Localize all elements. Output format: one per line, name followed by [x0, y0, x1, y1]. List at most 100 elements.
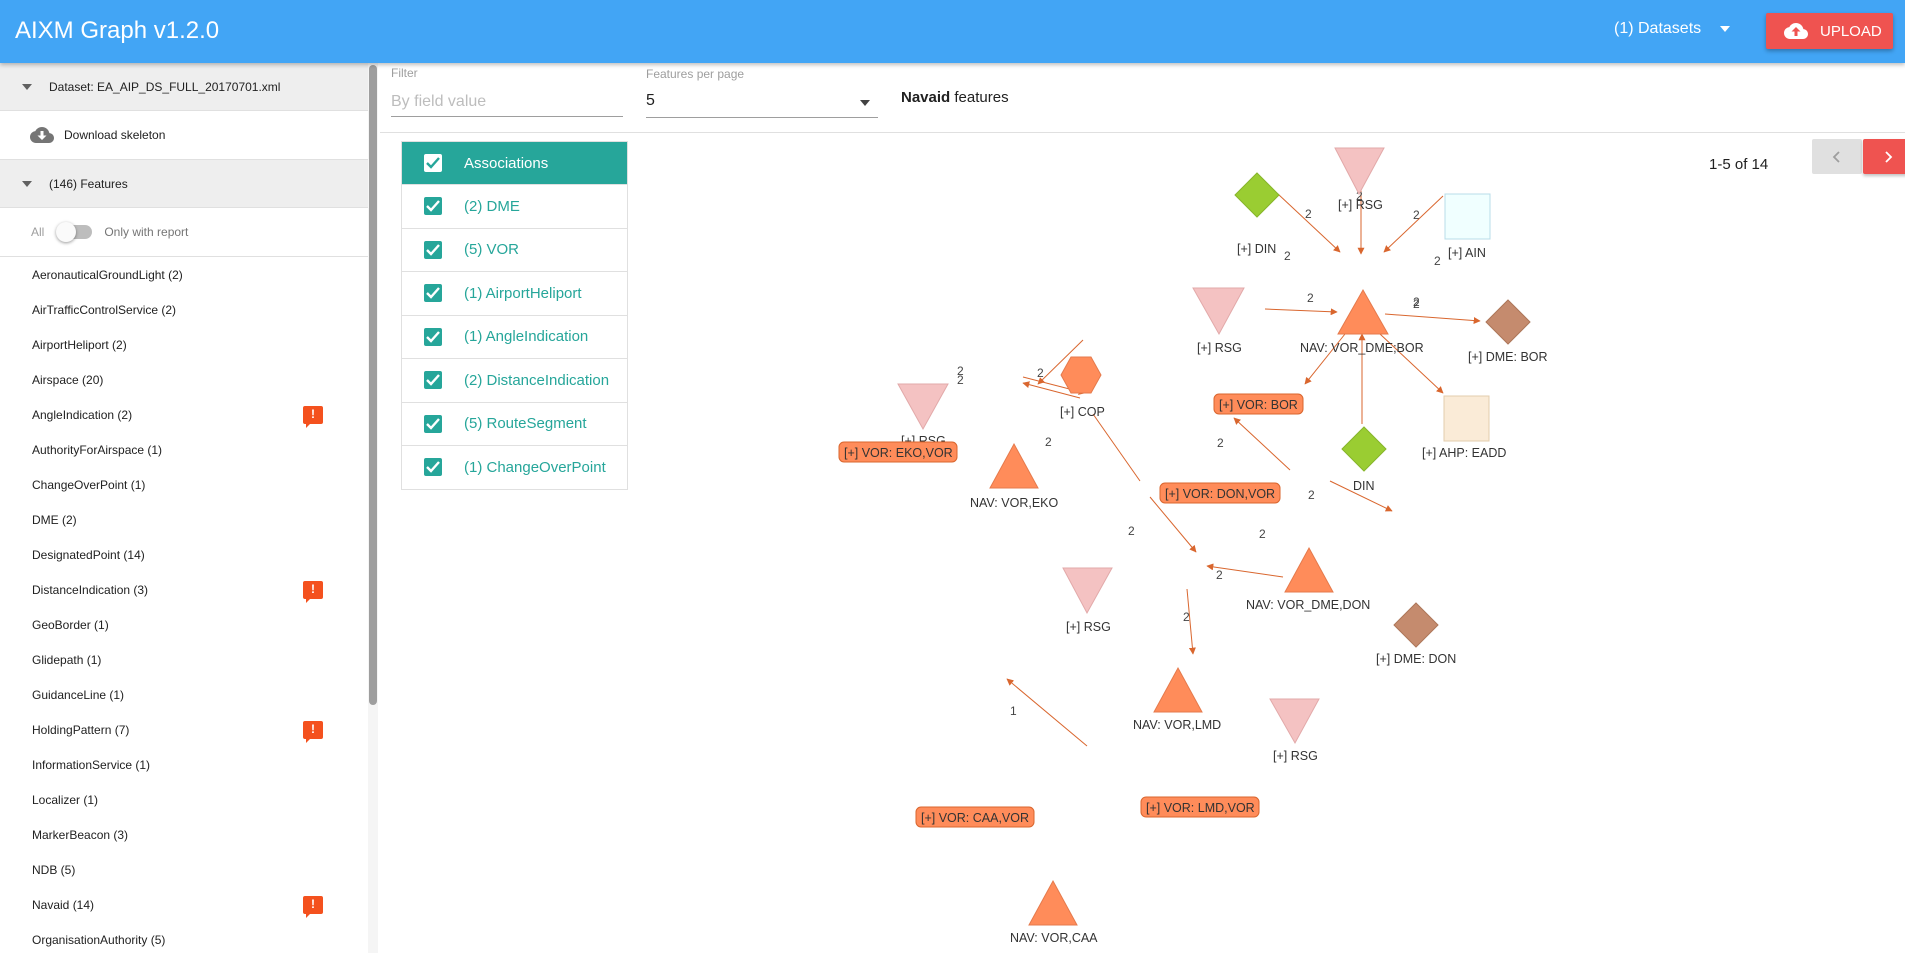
edge-label: 2	[1413, 208, 1420, 222]
association-label: (2) DME	[464, 197, 520, 215]
checkbox[interactable]	[424, 414, 442, 433]
navaid-node[interactable]	[1284, 546, 1334, 593]
din-node[interactable]	[1341, 426, 1387, 472]
feature-list-item[interactable]: NDB (5)	[0, 852, 368, 887]
feature-label: Navaid (14)	[32, 897, 95, 912]
collapse-icon[interactable]	[22, 180, 32, 187]
edge-label: 2	[1128, 524, 1135, 538]
per-page-label: Features per page	[646, 67, 745, 81]
graph-edge	[1206, 563, 1284, 578]
vor-node[interactable]	[1140, 796, 1260, 818]
ahp-node[interactable]	[1443, 395, 1490, 442]
association-label: (5) RouteSegment	[464, 415, 587, 433]
navaid-node[interactable]	[989, 442, 1039, 489]
association-graph[interactable]: 2 2 2 2 2 2 2 2 2 2 2 2 2 2 2 2 2 2 2 1 …	[380, 134, 1905, 953]
edge-labels: 2 2 2 2 2 2 2 2 2 2 2 2 2 2 2 2 2 2 2 1	[957, 189, 1441, 718]
dataset-header[interactable]: Dataset: EA_AIP_DS_FULL_20170701.xml	[0, 63, 368, 111]
collapse-icon[interactable]	[22, 83, 32, 90]
feature-list-item[interactable]: GeoBorder (1)	[0, 607, 368, 642]
node-label: [+] RSG	[1273, 749, 1318, 763]
feature-list-item[interactable]: AirTrafficControlService (2)	[0, 292, 368, 327]
next-page-button[interactable]	[1863, 139, 1905, 174]
feature-list-item[interactable]: Navaid (14)!	[0, 887, 368, 922]
dme-node[interactable]	[1485, 299, 1531, 345]
association-item[interactable]: (2) DME	[402, 184, 627, 228]
previous-page-button[interactable]	[1812, 139, 1862, 174]
report-warning-icon[interactable]: !	[303, 896, 323, 918]
feature-list-item[interactable]: AeronauticalGroundLight (2)	[0, 257, 368, 292]
feature-label: AuthorityForAirspace (1)	[32, 442, 163, 457]
report-toggle[interactable]	[56, 222, 93, 242]
scrollbar-thumb[interactable]	[369, 65, 377, 705]
node-label: NAV: VOR_DME;BOR	[1300, 341, 1424, 355]
graph-view[interactable]: 2 2 2 2 2 2 2 2 2 2 2 2 2 2 2 2 2 2 2 1 …	[380, 134, 1905, 953]
feature-list-item[interactable]: DME (2)	[0, 502, 368, 537]
checkbox[interactable]	[424, 371, 442, 390]
filter-input[interactable]	[391, 87, 623, 117]
association-item[interactable]: (2) DistanceIndication	[402, 358, 627, 402]
rsg-node[interactable]	[1334, 147, 1385, 196]
vor-node[interactable]	[1159, 482, 1281, 504]
rsg-node[interactable]	[1192, 287, 1245, 336]
checkbox[interactable]	[424, 284, 442, 303]
edge-label: 1	[1010, 704, 1017, 718]
datasets-menu[interactable]: (1) Datasets	[1614, 20, 1730, 38]
associations-toggle-all[interactable]: Associations	[402, 142, 627, 184]
node-label: [+] DME: DON	[1376, 652, 1456, 666]
feature-list-item[interactable]: OrganisationAuthority (5)	[0, 922, 368, 953]
feature-label: GeoBorder (1)	[32, 617, 109, 632]
cop-node[interactable]	[1060, 356, 1102, 394]
upload-button[interactable]: UPLOAD	[1766, 13, 1893, 49]
vor-node[interactable]	[838, 441, 958, 463]
checkbox-all[interactable]	[424, 154, 442, 172]
navaid-node[interactable]	[1028, 879, 1078, 926]
node-label: [+] VOR: DON,VOR	[1165, 487, 1275, 501]
association-item[interactable]: (1) AirportHeliport	[402, 271, 627, 315]
association-item[interactable]: (5) RouteSegment	[402, 401, 627, 446]
ain-node[interactable]	[1444, 193, 1491, 240]
graph-edge	[1022, 381, 1081, 399]
per-page-value: 5	[646, 92, 655, 109]
feature-list-item[interactable]: Airspace (20)	[0, 362, 368, 397]
feature-list-item[interactable]: Localizer (1)	[0, 782, 368, 817]
feature-list-item[interactable]: InformationService (1)	[0, 747, 368, 782]
sidebar-scrollbar[interactable]	[368, 63, 378, 953]
feature-list-item[interactable]: AngleIndication (2)!	[0, 397, 368, 432]
download-skeleton-button[interactable]: Download skeleton	[0, 111, 368, 160]
per-page-select[interactable]: 5	[646, 87, 878, 118]
association-item[interactable]: (5) VOR	[402, 227, 627, 272]
feature-list-item[interactable]: ChangeOverPoint (1)	[0, 467, 368, 502]
rsg-node[interactable]	[1062, 567, 1113, 615]
dme-node[interactable]	[1393, 602, 1439, 648]
feature-list-item[interactable]: AuthorityForAirspace (1)	[0, 432, 368, 467]
checkbox[interactable]	[424, 240, 442, 259]
din-node[interactable]	[1234, 172, 1280, 218]
feature-list-item[interactable]: DistanceIndication (3)!	[0, 572, 368, 607]
feature-list-item[interactable]: HoldingPattern (7)!	[0, 712, 368, 747]
feature-list-item[interactable]: AirportHeliport (2)	[0, 327, 368, 362]
checkbox[interactable]	[424, 197, 442, 216]
rsg-node[interactable]	[1269, 698, 1320, 745]
checkbox[interactable]	[424, 458, 442, 477]
navaid-node[interactable]	[1153, 666, 1203, 713]
associations-header: Associations	[464, 154, 549, 172]
association-item[interactable]: (1) ChangeOverPoint	[402, 445, 627, 489]
navaid-node[interactable]	[1337, 288, 1389, 335]
feature-list-item[interactable]: GuidanceLine (1)	[0, 677, 368, 712]
pager-range: 1-5 of 14	[1709, 156, 1769, 173]
features-header[interactable]: (146) Features	[0, 160, 368, 208]
feature-list-item[interactable]: DesignatedPoint (14)	[0, 537, 368, 572]
report-warning-icon[interactable]: !	[303, 721, 323, 743]
vor-node[interactable]	[915, 806, 1035, 828]
report-warning-icon[interactable]: !	[303, 406, 323, 428]
feature-list-item[interactable]: Glidepath (1)	[0, 642, 368, 677]
chevron-down-icon	[1719, 25, 1730, 32]
feature-list-item[interactable]: MarkerBeacon (3)	[0, 817, 368, 852]
rsg-node[interactable]	[897, 383, 949, 431]
node-label: [+] VOR: BOR	[1219, 398, 1298, 412]
checkbox[interactable]	[424, 327, 442, 346]
vor-node[interactable]	[1213, 393, 1304, 415]
association-item[interactable]: (1) AngleIndication	[402, 314, 627, 359]
report-warning-icon[interactable]: !	[303, 581, 323, 603]
chevron-down-icon	[860, 100, 870, 106]
